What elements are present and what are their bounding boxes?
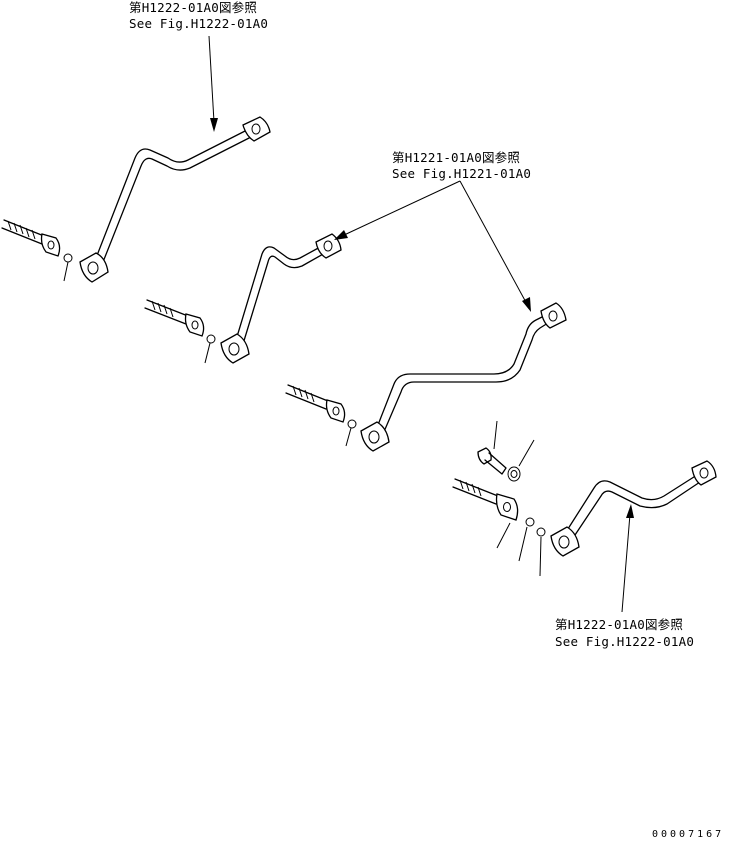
drawing-number: 00007167 [652, 829, 725, 840]
leader-o-ring-4a [518, 526, 528, 562]
o-ring-1 [63, 253, 73, 263]
leader-hose-4 [496, 522, 511, 549]
callout-arrow-top [208, 35, 218, 132]
pipe-4-outer [565, 474, 698, 533]
hose-3 [285, 384, 346, 423]
callout-bottom-jp: 第H1222-01A0図参照 [555, 617, 684, 632]
leader-o-ring-2 [204, 342, 211, 364]
leader-o-ring-1 [63, 261, 69, 282]
bolt [477, 447, 507, 475]
hose-4 [452, 478, 519, 521]
pipe-1-outer [95, 128, 250, 259]
pipe-4-inner [572, 481, 701, 539]
pipe-3-outer [375, 315, 545, 431]
pipe-1-inner [102, 135, 254, 263]
flange-bottom-2 [220, 333, 250, 364]
pipe-assembly-2 [144, 233, 342, 364]
pipe-3-inner [382, 322, 549, 435]
pipe-assembly-3 [285, 302, 567, 452]
callout-middle-jp: 第H1221-01A0図参照 [392, 150, 521, 165]
flange-bottom-4 [550, 526, 580, 557]
pipe-assembly-1 [1, 116, 271, 283]
o-ring-4b [536, 527, 546, 537]
pipe-2-inner [242, 252, 326, 345]
callout-arrow-bottom [621, 504, 634, 613]
pipe-2-outer [235, 245, 323, 341]
o-ring-3 [347, 419, 357, 429]
leader-o-ring-4b [539, 536, 542, 577]
callout-top-jp: 第H1222-01A0図参照 [129, 0, 258, 15]
flange-bottom-3 [360, 421, 390, 452]
flange-top-2 [315, 233, 342, 259]
leader-washer [518, 439, 535, 467]
flange-top-1 [242, 116, 271, 142]
leader-bolt [493, 420, 498, 450]
callout-top-en: See Fig.H1222-01A0 [129, 16, 269, 31]
pipe-assembly-4 [452, 420, 717, 577]
washer [507, 466, 521, 482]
flange-top-4 [691, 460, 717, 486]
callout-middle-en: See Fig.H1221-01A0 [392, 166, 532, 181]
hose-2 [144, 299, 205, 337]
flange-bottom-1 [79, 252, 109, 283]
leader-o-ring-3 [345, 427, 352, 447]
callout-arrow-middle-right [459, 180, 531, 312]
o-ring-2 [206, 334, 216, 344]
callout-bottom-en: See Fig.H1222-01A0 [555, 634, 695, 649]
hose-1 [1, 219, 61, 257]
flange-top-3 [540, 302, 567, 329]
callout-arrow-middle-left [334, 180, 461, 240]
o-ring-4a [525, 517, 535, 527]
